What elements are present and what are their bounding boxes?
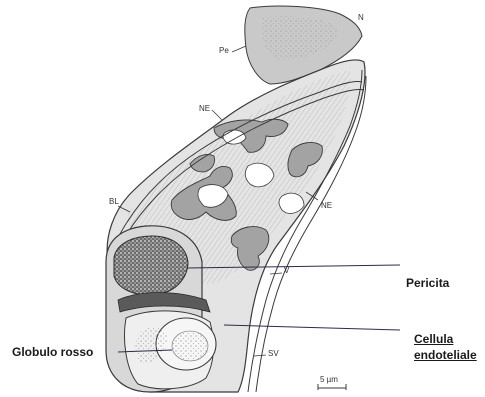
label-bl: BL (109, 197, 119, 206)
scale-bar (318, 384, 346, 390)
label-v: V (284, 266, 289, 275)
label-sv: SV (268, 349, 279, 358)
label-n-top: N (358, 13, 364, 22)
annotation-cellula-line1: Cellula (414, 332, 453, 346)
cellula-pointer-line (224, 325, 400, 330)
scale-label: 5 µm (320, 375, 338, 384)
label-ne-mid: NE (321, 201, 332, 210)
annotation-cellula-line2: endoteliale (414, 348, 477, 362)
annotation-globulo-rosso: Globulo rosso (12, 345, 93, 359)
label-ne-top: NE (199, 104, 210, 113)
annotation-pericita: Pericita (406, 276, 449, 290)
label-pe: Pe (219, 46, 229, 55)
